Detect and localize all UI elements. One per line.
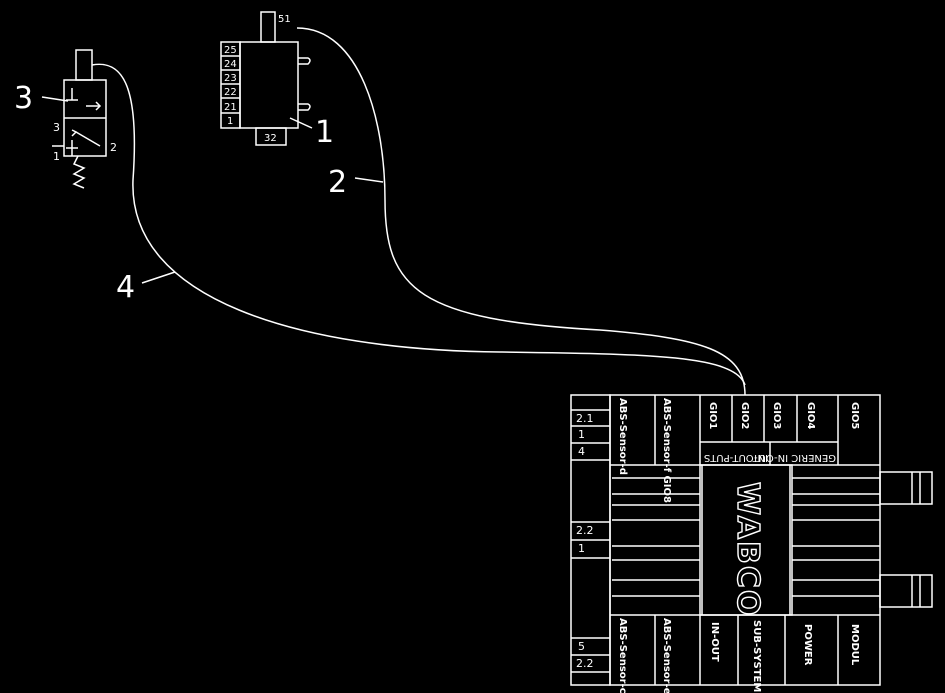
ecu-label-gio2: GIO2	[739, 402, 750, 429]
callout-3: 3	[14, 81, 33, 116]
ecu-label-gio3: GIO3	[771, 402, 782, 429]
valve-port-1: 1	[53, 150, 60, 163]
cable-2	[296, 27, 746, 396]
ecu-pin-4: 4	[578, 445, 585, 458]
sensor-pin-1: 1	[227, 116, 233, 127]
ecu-tubes-left	[612, 477, 700, 597]
ecu-label-sub-systems: SUB-SYSTEMS	[751, 620, 762, 693]
ecu-label-generic-in-out: GENERIC IN-OUT	[752, 452, 836, 463]
ecu-label-power: POWER	[802, 624, 813, 666]
ecu-label-abs-sensor-d: ABS-Sensor-d	[617, 398, 628, 475]
ecu-label-abs-sensor-f: ABS-Sensor-f GIO8	[661, 398, 672, 503]
ecu-pin-5: 5	[578, 640, 585, 653]
callout-line-4	[141, 271, 176, 284]
ecu-label-gio1: GIO1	[707, 402, 718, 429]
ecu-label-gio5: GIO5	[849, 402, 860, 429]
sensor-pin-22: 22	[224, 87, 237, 98]
solenoid-valve: 3 1 2	[52, 49, 117, 189]
ecu-label-abs-sensor-c: ABS-Sensor-c	[617, 618, 628, 693]
sensor-pin-23: 23	[224, 73, 237, 84]
callout-4: 4	[116, 270, 135, 305]
ecu-modulator: 2.1 1 4 2.2 1 5 2.2 ABS-Sensor-d ABS-Sen…	[570, 394, 933, 693]
ecu-label-in-out: IN-OUT	[709, 622, 720, 662]
valve-port-2: 2	[110, 141, 117, 154]
sensor-pin-21: 21	[224, 102, 237, 113]
spring-icon	[72, 155, 86, 189]
ecu-port-lower	[879, 574, 933, 608]
ecu-pin-2-2a: 2.2	[576, 524, 594, 537]
callout-line-1	[289, 117, 313, 129]
ecu-pin-2-2b: 2.2	[576, 657, 594, 670]
ecu-pin-1a: 1	[578, 428, 585, 441]
wabco-logo: WABCO	[730, 482, 765, 617]
ecu-label-abs-sensor-e: ABS-Sensor-e GIO7	[661, 618, 672, 693]
sensor-pin-25: 25	[224, 45, 237, 56]
cable-4	[91, 63, 746, 386]
ecu-label-gio4: GIO4	[805, 402, 816, 429]
sensor-pin-top: 51	[278, 14, 291, 25]
ecu-pin-1b: 1	[578, 542, 585, 555]
ecu-label-in-out-puts: IN-OUT-PUTS	[704, 452, 768, 463]
sensor-module: 51 25 24 23 22 21 1 32	[220, 11, 311, 146]
sensor-pin-24: 24	[224, 59, 237, 70]
valve-port-3: 3	[53, 121, 60, 134]
ecu-tubes-right	[792, 477, 880, 597]
callout-line-2	[354, 177, 384, 183]
ecu-label-modul: MODUL	[849, 624, 860, 666]
ecu-port-upper	[879, 471, 933, 505]
ecu-pin-2-1: 2.1	[576, 412, 594, 425]
callout-2: 2	[328, 165, 347, 200]
sensor-pin-bottom: 32	[264, 133, 277, 144]
callout-1: 1	[315, 115, 334, 150]
